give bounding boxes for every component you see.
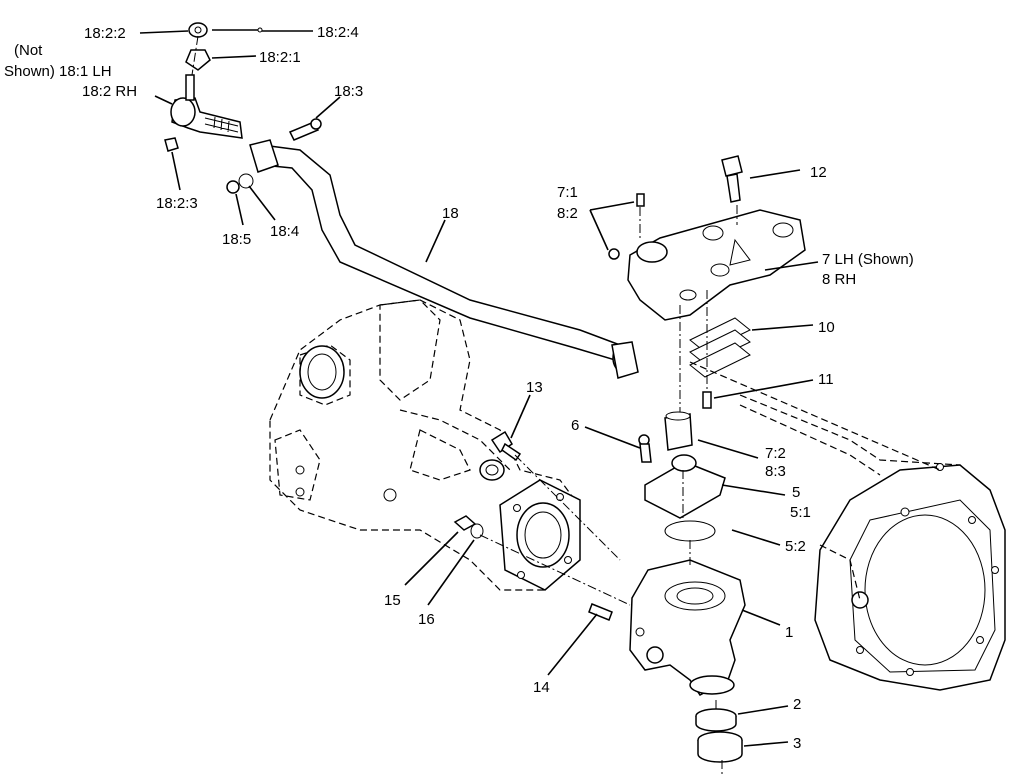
bushing (664, 411, 693, 451)
label-6: 6 (571, 417, 579, 434)
label-11: 11 (818, 371, 834, 388)
o-ring (664, 520, 716, 542)
label-18: 18 (442, 205, 459, 222)
dowel-pin (702, 391, 712, 409)
label-18-2-rh: 18:2 RH (82, 83, 137, 100)
bearings (695, 708, 743, 763)
label-16: 16 (418, 611, 435, 628)
axle-housing-right (739, 394, 1006, 691)
label-5-2: 5:2 (785, 538, 806, 555)
label-18-2-3: 18:2:3 (156, 195, 198, 212)
label-8-rh: 8 RH (822, 271, 856, 288)
axle-housing-left (269, 299, 581, 591)
label-not-shown-1: (Not (14, 42, 43, 59)
label-1: 1 (785, 624, 793, 641)
label-8-3: 8:3 (765, 463, 786, 480)
label-14: 14 (533, 679, 550, 696)
tie-rod (249, 139, 639, 379)
leader-lines (139, 30, 819, 747)
label-not-shown-2: Shown) 18:1 LH (4, 63, 112, 80)
label-7-1: 7:1 (557, 184, 578, 201)
label-15: 15 (384, 592, 401, 609)
label-10: 10 (818, 319, 835, 336)
label-18-2-1: 18:2:1 (259, 49, 301, 66)
label-18-2-2: 18:2:2 (84, 25, 126, 42)
label-7-lh: 7 LH (Shown) (822, 251, 914, 268)
spindle-housing (629, 559, 746, 696)
assembly-center-lines (191, 35, 941, 775)
tie-rod-end (170, 22, 263, 139)
label-2: 2 (793, 696, 801, 713)
label-8-2: 8:2 (557, 205, 578, 222)
label-7-2: 7:2 (765, 445, 786, 462)
label-3: 3 (793, 735, 801, 752)
label-18-2-4: 18:2:4 (317, 24, 359, 41)
bolt-12 (721, 155, 743, 203)
steering-arm (608, 193, 806, 321)
tie-rod-hardware (164, 118, 322, 194)
label-5-1: 5:1 (790, 504, 811, 521)
label-13: 13 (526, 379, 543, 396)
king-pin-cap (638, 434, 726, 519)
callout-labels: 18:2:2 18:2:4 18:2:1 (Not Shown) 18:1 LH… (4, 24, 914, 752)
label-18-5: 18:5 (222, 231, 251, 248)
label-18-3: 18:3 (334, 83, 363, 100)
label-5: 5 (792, 484, 800, 501)
label-12: 12 (810, 164, 827, 181)
shims (689, 317, 751, 378)
label-18-4: 18:4 (270, 223, 299, 240)
misc-hardware (453, 430, 613, 621)
